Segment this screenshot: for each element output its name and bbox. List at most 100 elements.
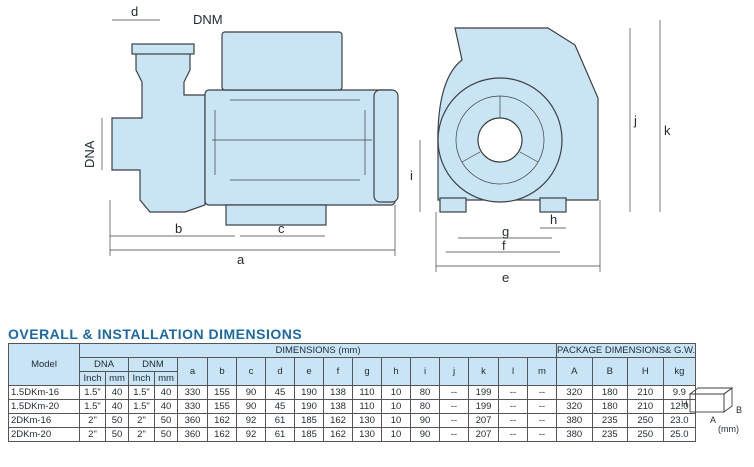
table-cell: 380 [556,427,593,442]
table-cell: -- [527,427,557,442]
table-cell: 210 [627,385,664,400]
table-cell: 10 [381,385,411,400]
dimensions-header: DIMENSIONS (mm) [79,343,557,358]
label-a: a [237,252,245,267]
label-j: j [633,113,637,128]
model-cell: 1.5DKm-20 [8,399,80,414]
table-cell: 155 [207,399,237,414]
box-unit-note: (mm) [718,424,739,434]
table-cell: 61 [265,413,295,428]
label-b: b [175,221,182,236]
table-cell: 190 [294,385,324,400]
table-cell: 90 [410,427,440,442]
package-box-diagram: H A B [681,387,742,425]
table-cell: 380 [556,413,593,428]
unit-header-dna-inch: Inch [79,371,106,386]
dim-header-f: f [323,357,353,386]
table-cell: -- [439,427,469,442]
table-cell: 50 [105,427,129,442]
table-cell: 10 [381,399,411,414]
dna-header: DNA [79,357,129,372]
pump-head-side [111,49,206,213]
dim-header-e: e [294,357,324,386]
table-cell: 50 [154,427,178,442]
label-f: f [502,238,506,253]
unit-header-dnm-mm: mm [154,371,178,386]
table-cell: 61 [265,427,295,442]
table-cell: 207 [468,413,499,428]
table-cell: 12.0 [662,399,697,414]
table-cell: 207 [468,427,499,442]
table-cell: 2" [79,413,106,428]
dim-header-c: c [236,357,266,386]
table-cell: 130 [352,413,382,428]
unit-header-dnm-inch: Inch [128,371,155,386]
box-label-h: H [681,399,688,409]
table-cell: 320 [556,385,593,400]
table-cell: 180 [591,385,629,400]
box-label-b: B [736,405,742,415]
terminal-box [221,31,343,91]
dim-header-i: i [410,357,440,386]
table-cell: 210 [627,399,664,414]
table-cell: -- [439,385,469,400]
table-cell: 23.0 [662,413,697,428]
table-cell: -- [498,385,528,400]
table-cell: 50 [105,413,129,428]
table-cell: 40 [105,399,129,414]
dim-header-h: h [381,357,411,386]
table-cell: 138 [323,385,353,400]
table-cell: 40 [154,399,178,414]
foot-right [539,197,567,213]
dim-header-a: a [177,357,208,386]
table-cell: 1.5" [128,385,155,400]
table-cell: -- [527,385,557,400]
table-cell: -- [498,399,528,414]
motor-foot [225,204,327,226]
dim-header-g: g [352,357,382,386]
table-cell: 250 [627,427,664,442]
table-cell: 2" [128,413,155,428]
model-cell: 2DKm-20 [8,427,80,442]
box-front [689,393,725,413]
table-cell: 80 [410,385,440,400]
dnm-header: DNM [128,357,178,372]
pkg-header-a: A [556,357,593,386]
table-cell: 92 [236,413,266,428]
model-header: Model [8,343,80,386]
inlet-port [477,117,523,163]
table-cell: 185 [294,427,324,442]
discharge-flange [131,43,195,55]
table-cell: 40 [154,385,178,400]
pkg-header-kg: kg [662,357,697,386]
table-cell: 45 [265,385,295,400]
table-cell: 162 [323,427,353,442]
table-cell: 360 [177,413,208,428]
table-cell: 50 [154,413,178,428]
table-cell: 1.5" [79,399,106,414]
label-d: d [131,4,138,19]
model-cell: 2DKm-16 [8,413,80,428]
table-cell: 130 [352,427,382,442]
label-dnm: DNM [193,12,223,27]
dim-header-j: j [439,357,469,386]
table-cell: 199 [468,385,499,400]
table-cell: 45 [265,399,295,414]
table-cell: -- [439,413,469,428]
table-cell: 199 [468,399,499,414]
table-cell: 138 [323,399,353,414]
pkg-header-h: H [627,357,664,386]
table-cell: 235 [591,413,629,428]
table-cell: 155 [207,385,237,400]
box-label-a: A [710,415,716,425]
table-cell: 110 [352,385,382,400]
table-cell: 80 [410,399,440,414]
model-cell: 1.5DKm-16 [8,385,80,400]
table-cell: 90 [410,413,440,428]
label-g: g [502,224,509,239]
table-cell: 90 [236,399,266,414]
pkg-header-b: B [591,357,629,386]
table-cell: 1.5" [79,385,106,400]
